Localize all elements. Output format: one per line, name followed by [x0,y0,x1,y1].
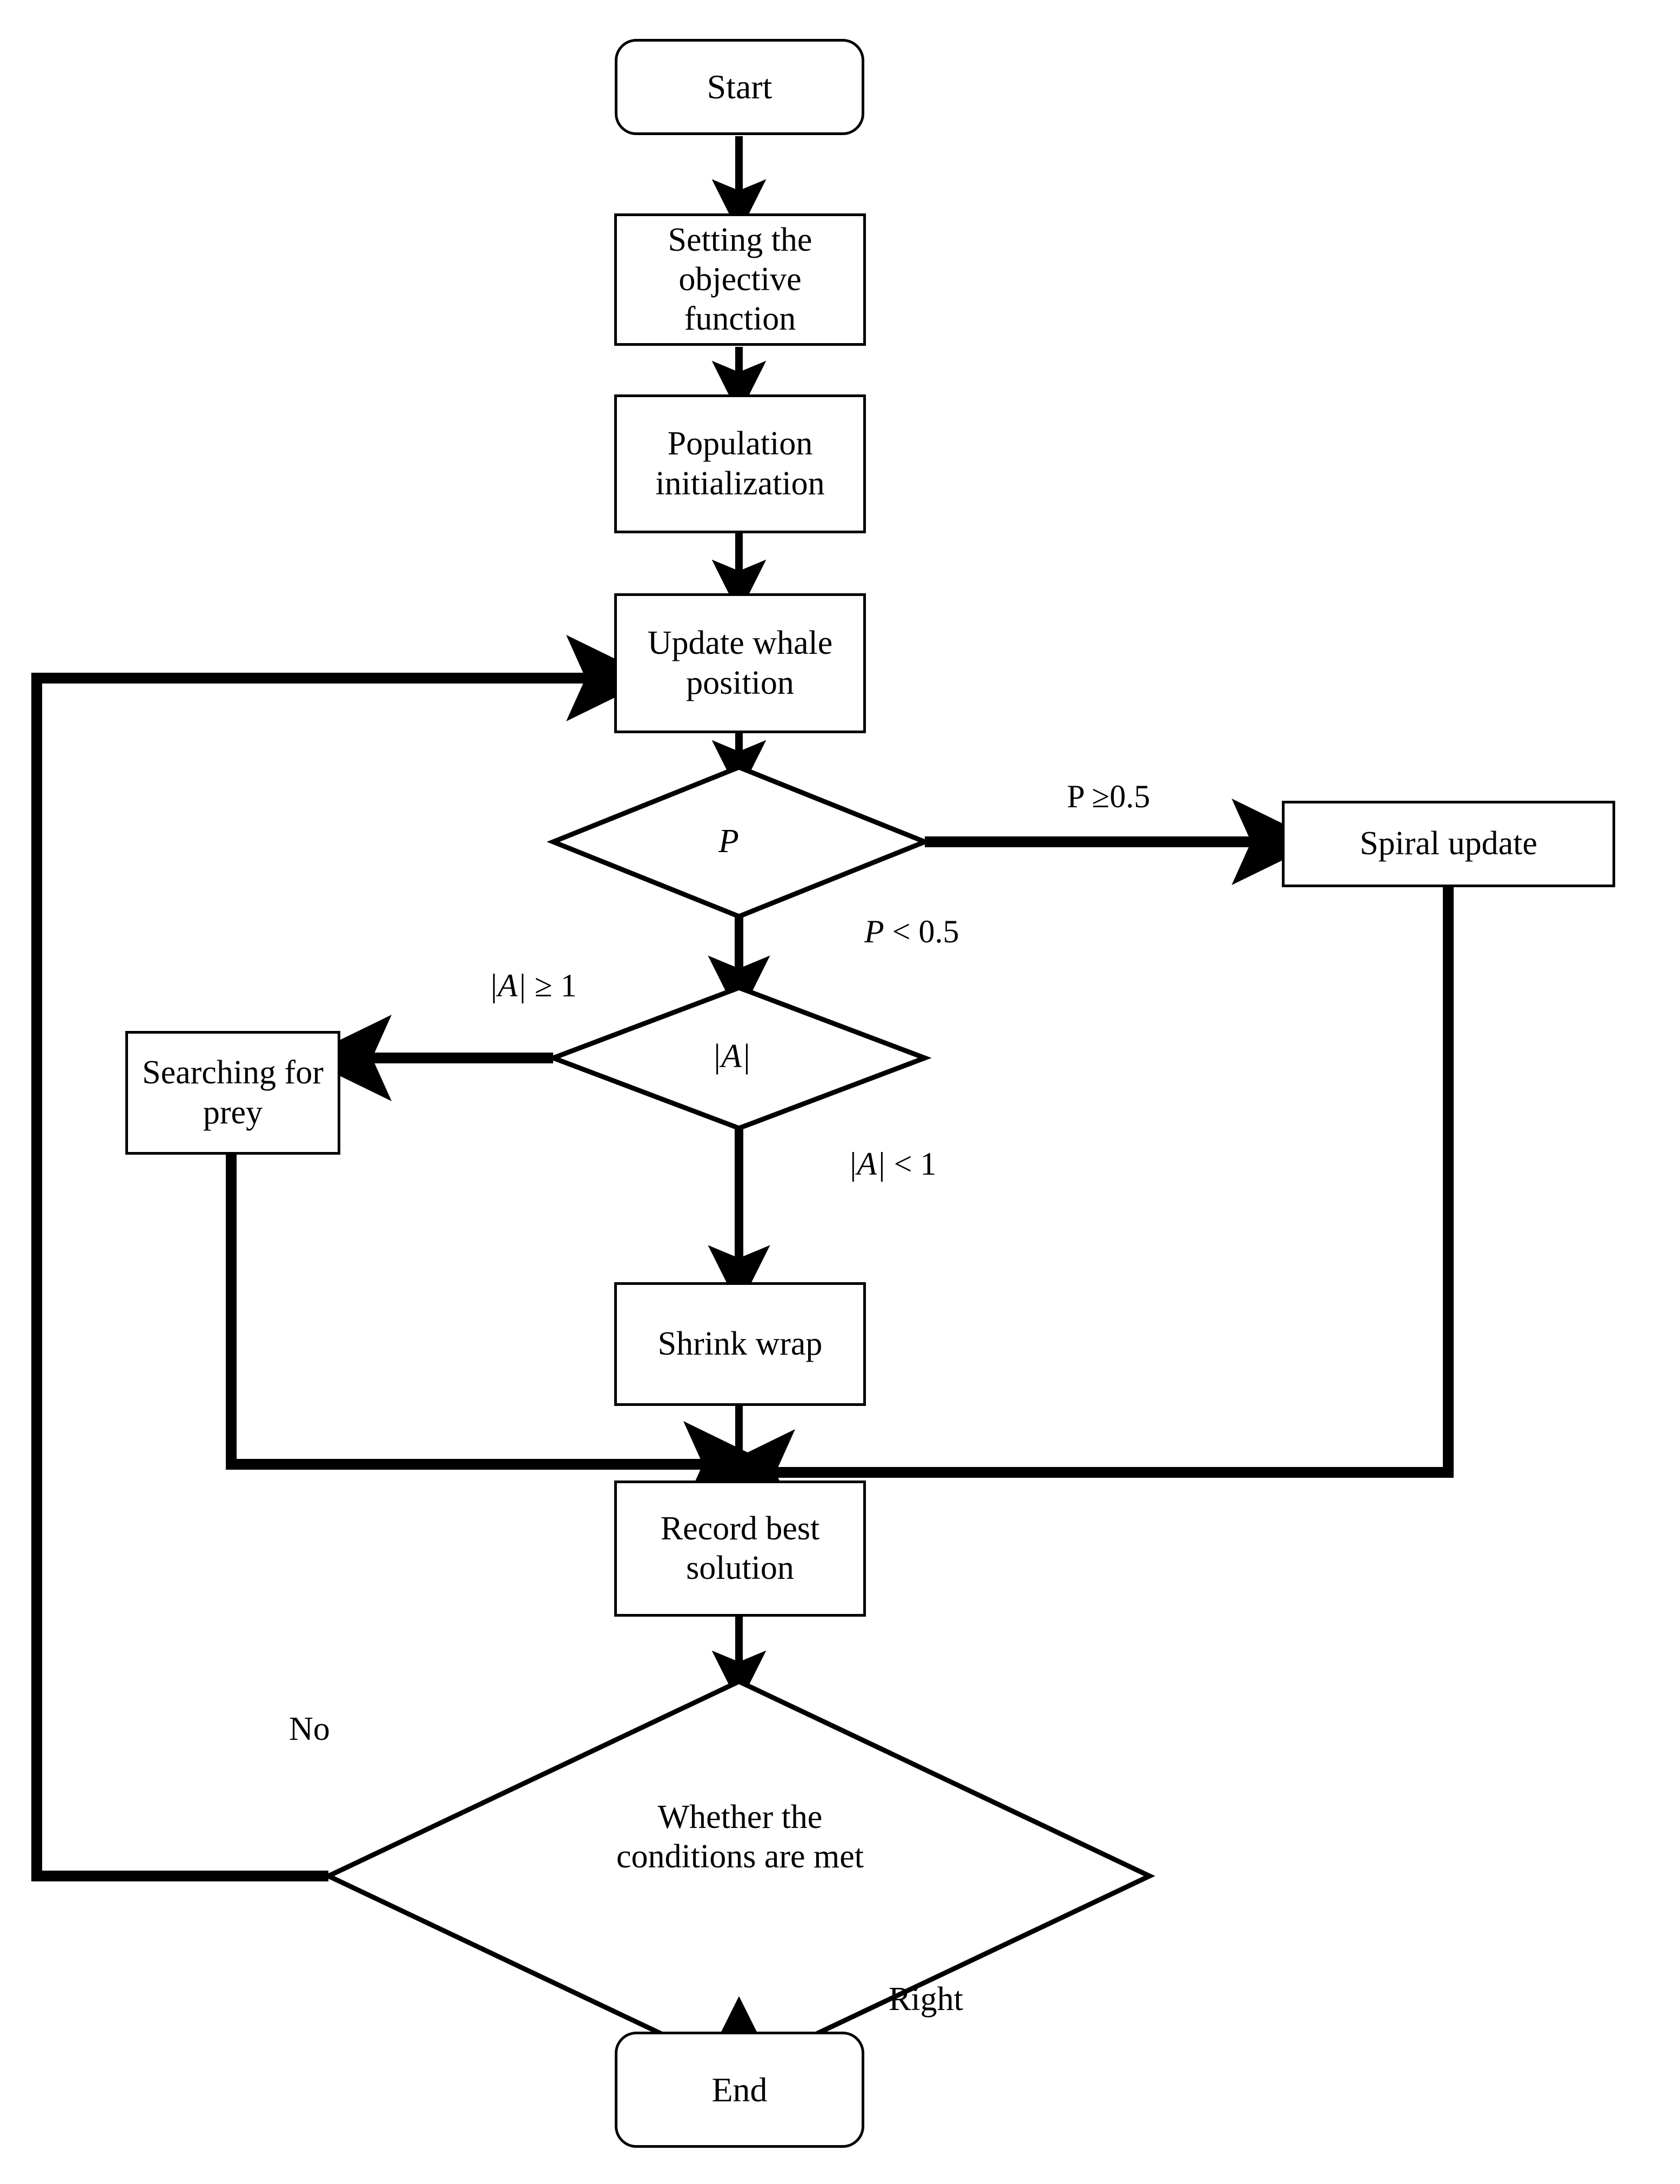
edge-label-p-lt-half: P < 0.5 [864,913,959,950]
edge-label-p-lt-rest: < 0.5 [884,914,959,949]
node-conditions-label: Whether the conditions are met [551,1783,929,1891]
node-setting-line2: objective function [678,260,802,338]
node-end-label: End [711,2070,768,2109]
edge-searching-merge [226,1155,772,1508]
node-start-label: Start [707,68,772,106]
node-conditions-line1: Whether the [657,1798,823,1835]
node-recordbest-line2: solution [686,1550,794,1586]
node-searching-line1: Searching for [142,1054,324,1091]
edge-label-a-ge-symbol: |A| [489,968,527,1003]
edge-label-a-lt-rest: < 1 [885,1146,937,1182]
node-updatewhale-line1: Update whale [647,625,833,662]
node-spiral-update[interactable]: Spiral update [1282,801,1615,887]
node-record-best-solution[interactable]: Record best solution [614,1480,866,1617]
node-update-whale-position[interactable]: Update whale position [614,593,866,733]
node-population-line1: Population [667,425,813,463]
decision-p-shape [546,765,932,919]
node-population-initialization[interactable]: Population initialization [614,394,866,533]
node-searching-for-prey[interactable]: Searching for prey [125,1031,340,1155]
node-recordbest-line1: Record best [660,1510,820,1547]
node-p-decision-label: P [718,823,739,860]
edge-label-p-lt-symbol: P [864,914,884,949]
edge-label-right: Right [889,1981,963,2018]
node-shrink-wrap-label: Shrink wrap [657,1325,823,1362]
node-shrink-wrap[interactable]: Shrink wrap [614,1282,866,1406]
node-population-line2: initialization [655,465,825,502]
node-start[interactable]: Start [615,39,864,135]
edge-spiral-merge [707,887,1454,1516]
node-updatewhale-line2: position [686,664,794,701]
edge-label-a-lt-symbol: |A| [848,1146,886,1182]
edge-label-p-ge-half: P ≥0.5 [1067,779,1151,814]
edge-label-no: No [289,1711,330,1747]
node-conditions-line2: conditions are met [616,1838,864,1875]
node-a-decision-label: |A| [712,1038,751,1075]
edge-conditions-no-loop [31,635,655,1881]
edge-label-a-ge-one: |A| ≥ 1 [489,967,577,1004]
edge-label-a-ge-rest: ≥ 1 [526,968,577,1003]
node-setting-objective-function[interactable]: Setting the objective function [614,213,866,346]
node-end[interactable]: End [615,2032,864,2148]
node-spiral-update-label: Spiral update [1360,825,1537,862]
edge-label-a-lt-one: |A| < 1 [848,1145,936,1183]
node-searching-line2: prey [203,1094,263,1131]
node-setting-line1: Setting the [668,221,812,258]
